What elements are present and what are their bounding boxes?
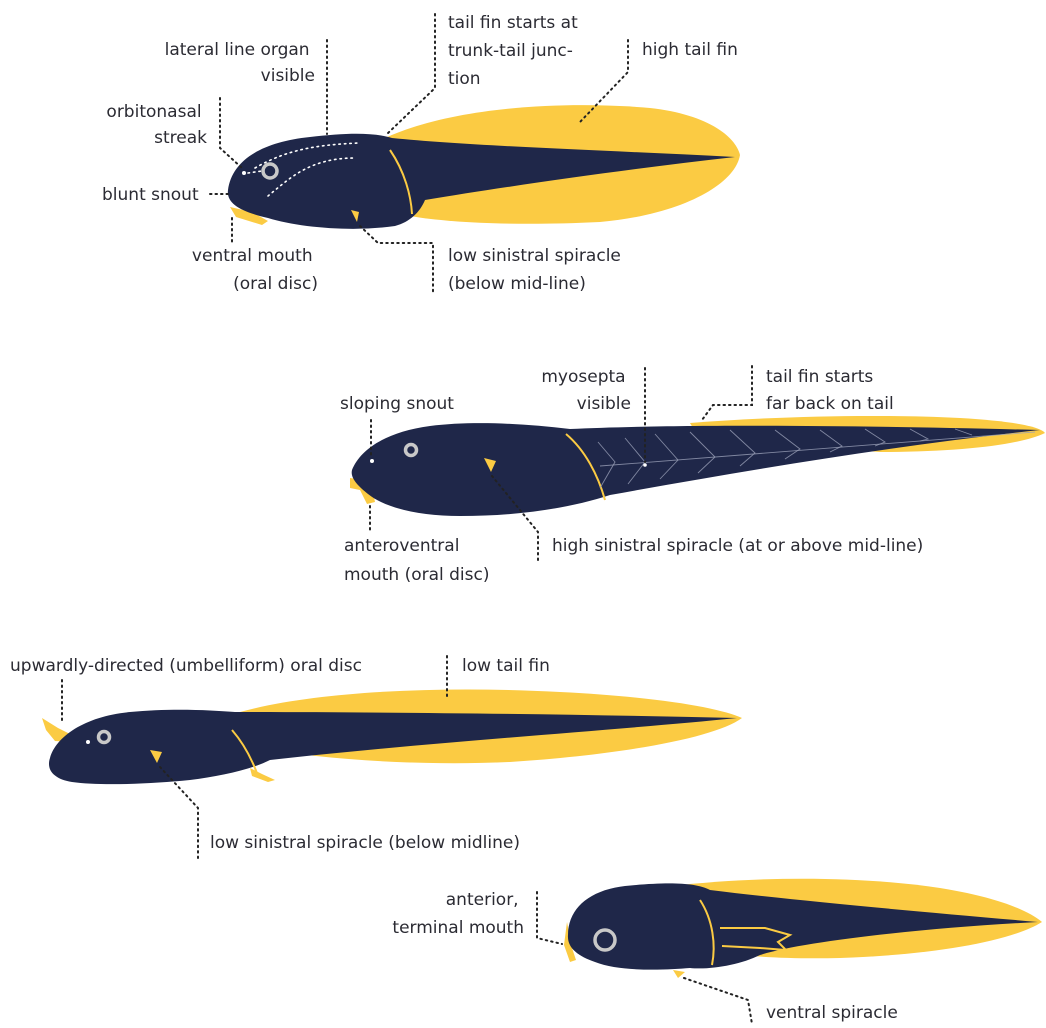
tadpole-2-label-myosepta: myosepta visible	[541, 367, 631, 414]
tadpole-3: upwardly-directed (umbelliform) oral dis…	[10, 656, 742, 858]
tadpole-1-leader-orbitonasal	[220, 98, 242, 168]
tadpole-4-leader-mouth	[537, 892, 562, 944]
tadpole-3-label-spiracle: low sinistral spiracle (below midline)	[210, 833, 520, 853]
tadpole-1-label-tail-start: tail fin starts at trunk-tail junc- tion	[448, 13, 583, 89]
tadpole-1-label-high-fin: high tail fin	[642, 40, 738, 60]
tadpole-4: anterior, terminal mouth ventral spiracl…	[392, 879, 1042, 1024]
tadpole-2-label-spiracle: high sinistral spiracle (at or above mid…	[552, 536, 923, 556]
tadpole-1-leader-tail-start	[387, 14, 435, 134]
tadpole-1-label-spiracle: low sinistral spiracle (below mid-line)	[448, 246, 626, 294]
tadpole-2-label-mouth: anteroventral mouth (oral disc)	[344, 536, 490, 585]
tadpole-2-leader-tail-start	[702, 366, 752, 420]
tadpole-4-spiracle	[673, 970, 685, 978]
tadpole-3-nostril	[86, 740, 90, 744]
tadpole-3-label-oral-disc: upwardly-directed (umbelliform) oral dis…	[10, 656, 362, 676]
tadpole-3-label-low-fin: low tail fin	[462, 656, 550, 676]
tadpole-1-leader-spiracle	[360, 226, 433, 295]
tadpole-3-fin-lobe	[250, 768, 275, 782]
tadpole-4-label-mouth: anterior, terminal mouth	[392, 890, 524, 938]
tadpole-1-label-snout: blunt snout	[102, 185, 199, 205]
tadpole-4-label-spiracle: ventral spiracle	[766, 1003, 898, 1023]
tadpole-4-leader-spiracle	[684, 978, 752, 1024]
tadpole-1: lateral line organ visible tail fin star…	[102, 13, 740, 295]
tadpole-2-nostril	[370, 459, 374, 463]
tadpole-1-label-lateral-line: lateral line organ visible	[165, 40, 315, 86]
tadpole-2-myosepta-marker	[643, 463, 647, 467]
tadpole-2-label-snout: sloping snout	[340, 394, 454, 414]
tadpole-2-body	[352, 423, 1040, 516]
tadpole-2-label-tail-start: tail fin starts far back on tail	[766, 367, 894, 414]
tadpole-1-nostril	[242, 171, 246, 175]
tadpole-1-label-mouth: ventral mouth (oral disc)	[192, 246, 318, 294]
tadpole-1-label-orbitonasal: orbitonasal streak	[106, 102, 207, 148]
tadpole-2: myosepta visible tail fin starts far bac…	[340, 366, 1045, 585]
